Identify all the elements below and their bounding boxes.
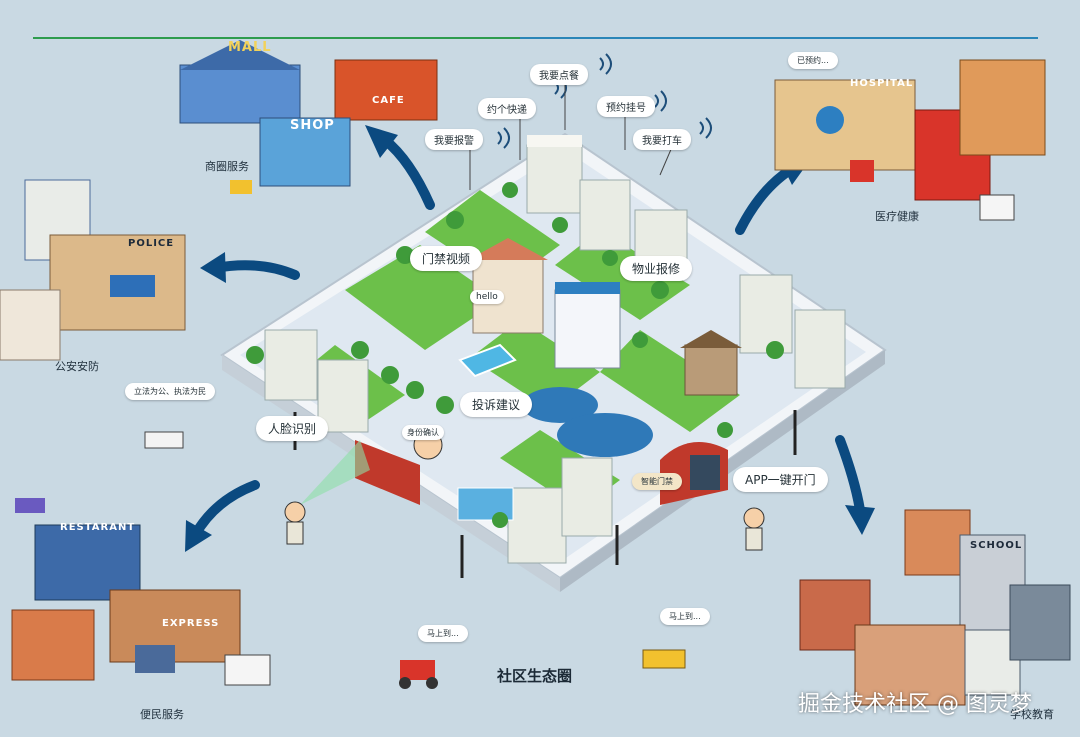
hospital-cluster bbox=[774, 59, 1046, 221]
sign-shop: SHOP bbox=[290, 118, 335, 133]
bubble-book-registration: 预约挂号 bbox=[597, 96, 655, 117]
healthcare-service-label: 医疗健康 bbox=[875, 210, 919, 223]
residential-towers bbox=[264, 135, 846, 564]
bubble-call-police: 我要报警 bbox=[425, 129, 483, 150]
convenience-service-label: 便民服务 bbox=[140, 708, 184, 721]
speech-on-way-scooter: 马上到... bbox=[418, 625, 468, 642]
label-gate-video: 门禁视频 bbox=[410, 246, 483, 271]
label-smart-gate: 智能门禁 bbox=[632, 473, 682, 490]
label-face-recognition: 人脸识别 bbox=[256, 416, 329, 441]
police-service-label: 公安安防 bbox=[55, 360, 99, 373]
speech-hello: hello bbox=[470, 290, 504, 304]
commerce-service-label: 商圈服务 bbox=[205, 160, 249, 173]
commerce-cluster bbox=[179, 40, 438, 194]
school-cluster bbox=[799, 509, 1071, 706]
sign-police: POLICE bbox=[128, 238, 175, 249]
face-scan-beam bbox=[300, 440, 370, 505]
education-service-label: 学校教育 bbox=[1010, 708, 1054, 721]
sign-express: EXPRESS bbox=[162, 618, 220, 629]
sign-mall: MALL bbox=[228, 40, 272, 55]
bubble-order-food: 我要点餐 bbox=[530, 64, 588, 85]
label-property-repair: 物业报修 bbox=[620, 256, 693, 281]
bubble-book-express: 约个快递 bbox=[478, 98, 536, 119]
speech-police-slogan: 立法为公、执法为民 bbox=[125, 383, 215, 400]
sign-cafe: CAFE bbox=[372, 95, 405, 106]
sign-restaurant: RESTARANT bbox=[60, 522, 136, 533]
police-cluster bbox=[0, 179, 186, 449]
watermark: 掘金技术社区 @ 图灵梦 bbox=[798, 692, 1032, 717]
taxi bbox=[642, 649, 686, 669]
sign-hospital: HOSPITAL bbox=[850, 78, 914, 89]
bubble-call-taxi: 我要打车 bbox=[633, 129, 691, 150]
sign-school: SCHOOL bbox=[970, 540, 1023, 551]
label-app-open-door: APP一键开门 bbox=[733, 467, 828, 492]
residents bbox=[284, 430, 765, 551]
label-complaint: 投诉建议 bbox=[460, 392, 533, 417]
speech-identity-confirm: 身份确认 bbox=[402, 425, 444, 440]
speech-booked: 已预约... bbox=[788, 52, 838, 69]
diagram-title: 社区生态圈 bbox=[497, 667, 573, 685]
main-gate bbox=[355, 440, 728, 505]
speech-on-way-taxi: 马上到... bbox=[660, 608, 710, 625]
trees bbox=[246, 182, 784, 528]
delivery-scooter bbox=[399, 660, 438, 689]
convenience-cluster bbox=[11, 498, 271, 686]
